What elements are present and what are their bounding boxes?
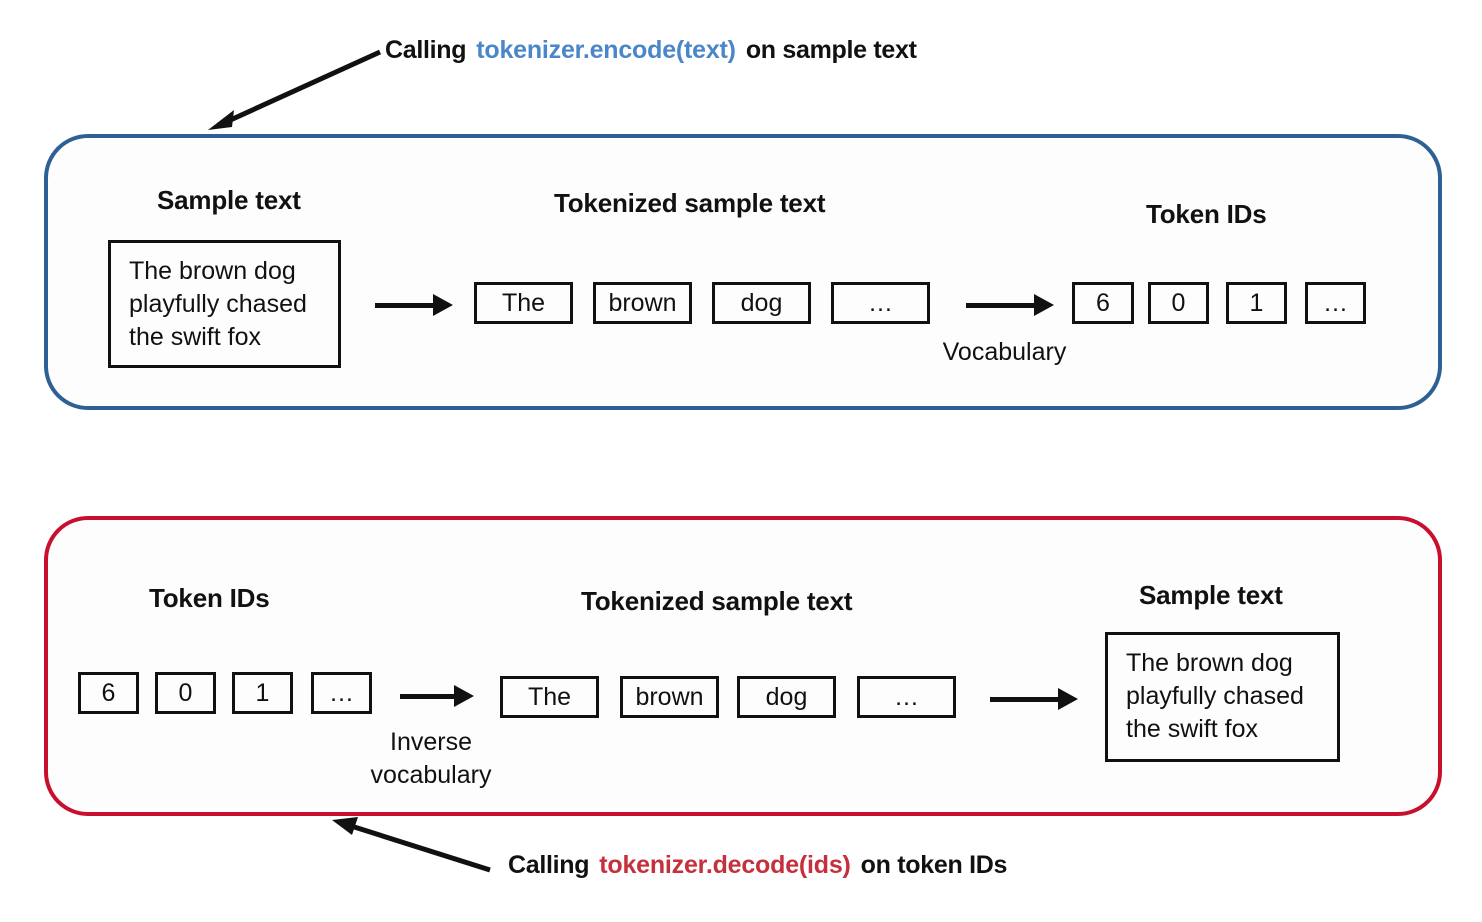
- decode-heading-token-ids: Token IDs: [149, 583, 270, 613]
- encode-token-0: The: [474, 282, 573, 324]
- encode-token-1: brown: [593, 282, 692, 324]
- encode-sample-text-box: The brown dog playfully chased the swift…: [108, 240, 341, 368]
- decode-caption-suffix: on token IDs: [860, 851, 1008, 879]
- encode-token-id-0: 6: [1072, 282, 1134, 324]
- encode-token-2: dog: [712, 282, 811, 324]
- encode-token-3: …: [831, 282, 930, 324]
- encode-heading-token-ids: Token IDs: [1146, 199, 1267, 229]
- decode-caption-code: tokenizer.decode(ids): [599, 851, 851, 879]
- decode-token-0: The: [500, 676, 599, 718]
- decode-caption-prefix: Calling: [508, 851, 590, 879]
- decode-heading-tokenized: Tokenized sample text: [581, 586, 853, 616]
- decode-token-id-1: 0: [155, 672, 216, 714]
- encode-heading-tokenized: Tokenized sample text: [554, 188, 826, 218]
- decode-heading-sample-text: Sample text: [1139, 580, 1283, 610]
- decode-token-1: brown: [620, 676, 719, 718]
- decode-arrow-label-inverse-vocabulary: Inverse vocabulary: [370, 728, 492, 789]
- decode-token-3: …: [857, 676, 956, 718]
- encode-arrow-label-vocabulary: Vocabulary: [942, 338, 1067, 366]
- decode-token-id-2: 1: [232, 672, 293, 714]
- encode-heading-sample-text: Sample text: [157, 185, 301, 215]
- decode-token-id-3: …: [311, 672, 372, 714]
- arrow-up-left-icon: [332, 817, 491, 873]
- arrow-down-left-icon: [208, 49, 382, 130]
- decode-token-id-0: 6: [78, 672, 139, 714]
- encode-token-id-1: 0: [1148, 282, 1209, 324]
- encode-caption-suffix: on sample text: [745, 36, 917, 64]
- encode-caption-prefix: Calling: [385, 36, 467, 64]
- decode-sample-text-box: The brown dog playfully chased the swift…: [1105, 632, 1340, 762]
- decode-token-2: dog: [737, 676, 836, 718]
- encode-caption: Calling tokenizer.encode(text) on sample t…: [385, 36, 917, 65]
- encode-caption-code: tokenizer.encode(text): [476, 36, 736, 64]
- encode-token-id-3: …: [1305, 282, 1366, 324]
- encode-token-id-2: 1: [1226, 282, 1287, 324]
- decode-caption: Calling tokenizer.decode(ids) on token IDs: [508, 851, 1007, 880]
